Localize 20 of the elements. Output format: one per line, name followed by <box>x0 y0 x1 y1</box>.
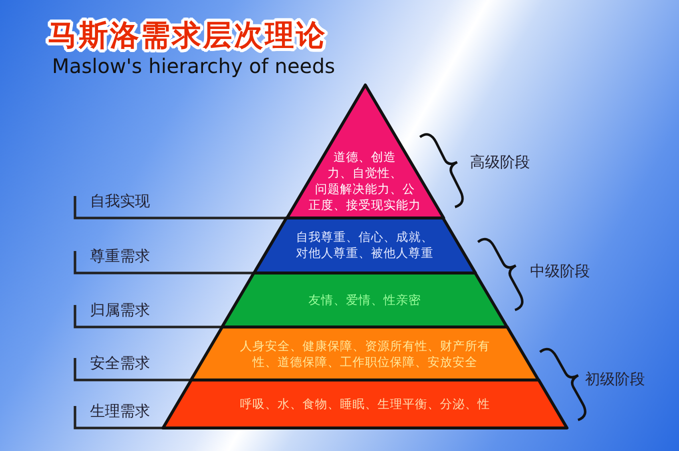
stage-label: 高级阶段 <box>470 153 530 172</box>
level-label: 尊重需求 <box>90 247 150 266</box>
pyramid-layer <box>191 327 539 380</box>
layer-text: 道德、创造力、自觉性、问题解决能力、公正度、接受现实能力 <box>308 149 422 213</box>
level-label: 安全需求 <box>90 354 150 373</box>
title: 马斯洛需求层次理论 <box>48 17 327 54</box>
pyramid-layer <box>222 273 508 327</box>
stage-label: 中级阶段 <box>530 262 590 281</box>
pyramid-layer <box>163 380 567 428</box>
layer-text: 人身安全、健康保障、资源所有性、财产所有性、道德保障、工作职位保障、安放安全 <box>238 338 491 370</box>
level-label: 自我实现 <box>90 192 150 211</box>
layer-text: 呼吸、水、食物、睡眠、生理平衡、分泌、性 <box>238 396 491 412</box>
level-label: 生理需求 <box>90 402 150 421</box>
stage-label: 初级阶段 <box>585 370 645 389</box>
layer-text: 自我尊重、信心、成就、对他人尊重、被他人尊重 <box>295 229 435 261</box>
level-label: 归属需求 <box>90 301 150 320</box>
pyramid-layer <box>254 218 476 273</box>
pyramid-layer <box>286 85 444 218</box>
layer-text: 友情、爱情、性亲密 <box>308 292 422 308</box>
subtitle: Maslow's hierarchy of needs <box>52 54 336 78</box>
